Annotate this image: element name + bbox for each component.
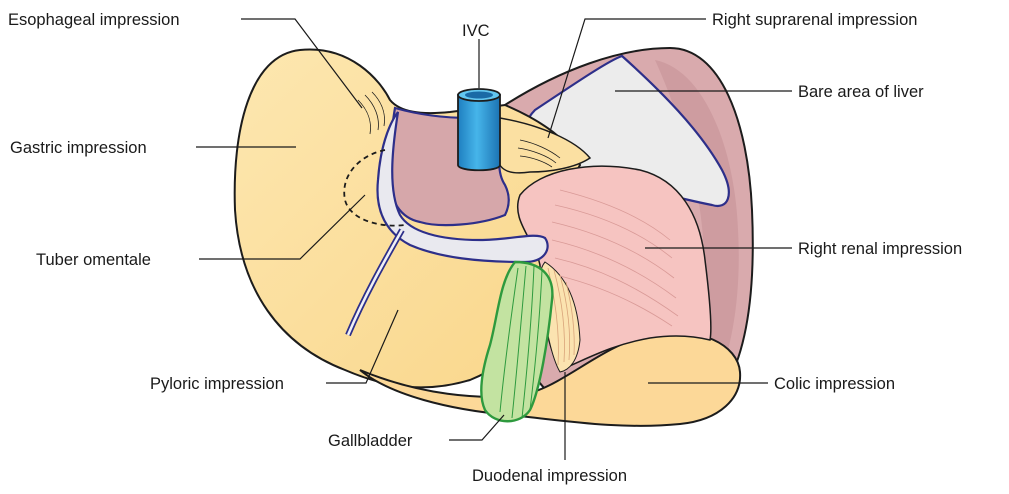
- label-gastric-impression: Gastric impression: [10, 139, 147, 157]
- label-duodenal-impression: Duodenal impression: [472, 467, 627, 485]
- label-esophageal-impression: Esophageal impression: [8, 11, 180, 29]
- label-gallbladder: Gallbladder: [328, 432, 413, 450]
- label-tuber-omentale: Tuber omentale: [36, 251, 151, 269]
- label-colic-impression: Colic impression: [774, 375, 895, 393]
- ivc-lumen: [465, 92, 493, 99]
- label-pyloric-impression: Pyloric impression: [150, 375, 284, 393]
- label-right-suprarenal-impression: Right suprarenal impression: [712, 11, 917, 29]
- label-ivc: IVC: [462, 22, 490, 40]
- label-right-renal-impression: Right renal impression: [798, 240, 962, 258]
- ivc-body: [458, 95, 500, 170]
- label-bare-area-of-liver: Bare area of liver: [798, 83, 924, 101]
